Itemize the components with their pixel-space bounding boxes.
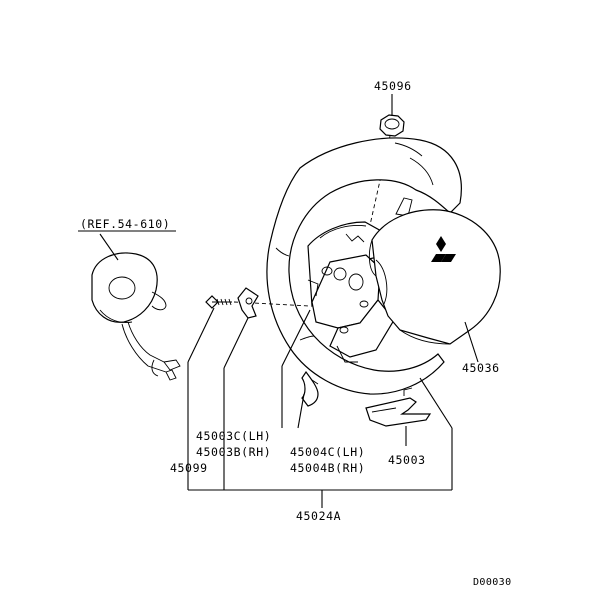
leader-45036 xyxy=(464,321,479,363)
screw-45099 xyxy=(205,295,311,309)
label-45024a: 45024A xyxy=(296,509,341,523)
label-45036: 45036 xyxy=(462,361,500,375)
label-45004c: 45004C(LH) xyxy=(290,445,365,459)
label-45003b: 45003B(RH) xyxy=(196,445,271,459)
airbag-module-45036 xyxy=(368,209,501,363)
leader-lines xyxy=(187,307,453,508)
label-45096: 45096 xyxy=(374,79,412,93)
steering-wheel xyxy=(266,137,462,395)
drawing-code: D00030 xyxy=(473,577,512,588)
label-45099: 45099 xyxy=(170,461,208,475)
bracket-45003 xyxy=(365,387,432,446)
label-45003c: 45003C(LH) xyxy=(196,429,271,443)
mitsubishi-logo xyxy=(431,236,456,262)
cover-45004c-45004b xyxy=(301,370,319,407)
label-45004b: 45004B(RH) xyxy=(290,461,365,475)
clock-spring-reference xyxy=(78,230,181,381)
label-45003: 45003 xyxy=(388,453,426,467)
label-ref: (REF.54-610) xyxy=(80,217,170,231)
clip-45003c-45003b xyxy=(237,287,259,319)
leader-ref xyxy=(99,233,119,261)
nut-45096 xyxy=(356,94,405,284)
